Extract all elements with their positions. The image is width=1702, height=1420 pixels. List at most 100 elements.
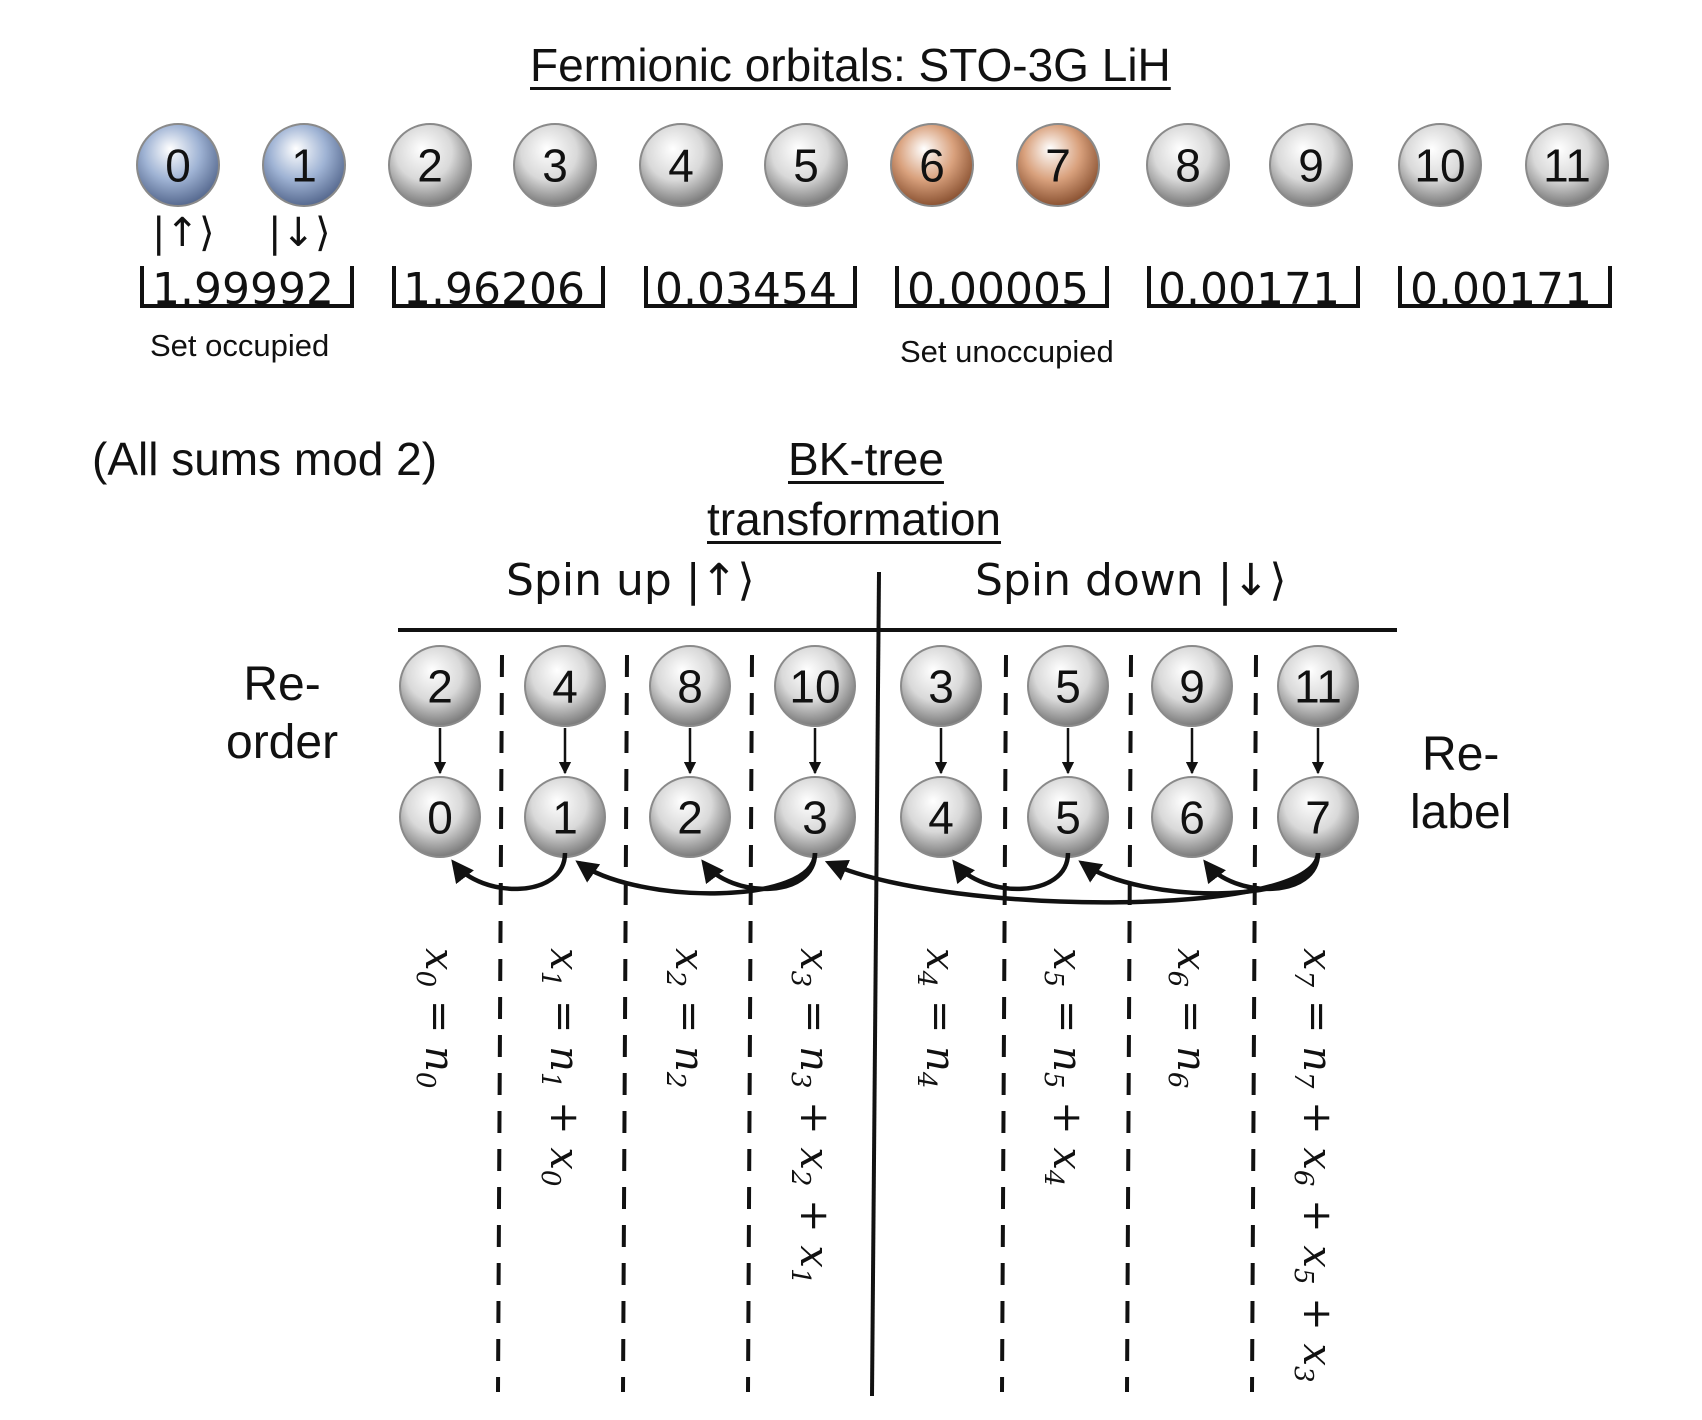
equation: x5 = n5 + x4	[1038, 948, 1090, 1186]
equation-term: =	[791, 987, 837, 1047]
set-occupied-label: Set occupied	[150, 328, 330, 363]
equation-term: n3	[785, 1046, 837, 1088]
equation-subscript: 6	[1288, 1169, 1318, 1187]
dashed-divider	[1000, 654, 1008, 1393]
equation-term: x2	[660, 948, 712, 987]
relabel-sphere: 4	[900, 776, 982, 858]
equation-subscript: 0	[410, 1071, 440, 1089]
equation-term: n7	[1288, 1046, 1340, 1088]
orbital-sphere: 0	[136, 123, 220, 207]
orbital-sphere: 8	[1146, 123, 1230, 207]
equation-term: x3	[785, 948, 837, 987]
spin-up-header: Spin up |↑⟩	[506, 555, 755, 606]
equation-term: x4	[911, 948, 963, 987]
reorder-sphere-label: 10	[789, 661, 840, 713]
bk-parent-arrow	[952, 852, 1071, 891]
equation-term: x5	[1288, 1245, 1340, 1284]
reorder-label: Re- order	[226, 656, 338, 772]
equation: x3 = n3 + x2 + x1	[785, 948, 837, 1285]
equation-term: =	[666, 987, 712, 1047]
orbital-sphere-label: 6	[919, 140, 945, 192]
equation-symbol: x	[1294, 1343, 1340, 1367]
equation-term: =	[541, 987, 587, 1047]
orbital-sphere-label: 10	[1414, 140, 1465, 192]
relabel-sphere: 3	[774, 776, 856, 858]
equation-term: n4	[911, 1046, 963, 1088]
equation: x1 = n1 + x0	[535, 948, 587, 1186]
occupation-value: 0.03454	[655, 264, 837, 315]
bk-parent-arrow	[575, 852, 818, 896]
relabel-label-line2: label	[1410, 786, 1512, 839]
equation-term: x5	[1038, 948, 1090, 987]
equation-subscript: 3	[785, 970, 815, 988]
reorder-sphere-label: 5	[1055, 661, 1081, 713]
equation: x2 = n2	[660, 948, 712, 1088]
equation-symbol: x	[1294, 948, 1340, 971]
orbital-sphere: 1	[262, 123, 346, 207]
relabel-sphere: 2	[649, 776, 731, 858]
equation-symbol: n	[1168, 1046, 1214, 1072]
dashed-divider	[1125, 654, 1133, 1393]
equation-subscript: 5	[1038, 970, 1068, 988]
reorder-sphere: 5	[1027, 645, 1109, 727]
reorder-sphere: 9	[1151, 645, 1233, 727]
relabel-sphere-label: 2	[677, 792, 703, 844]
relabel-sphere-label: 4	[928, 792, 954, 844]
reorder-sphere: 8	[649, 645, 731, 727]
occupation-value: 0.00171	[1410, 264, 1592, 315]
equation-symbol: n	[666, 1046, 712, 1072]
relabel-sphere-label: 0	[427, 792, 453, 844]
equation-subscript: 1	[785, 1267, 815, 1285]
relabel-label-line1: Re-	[1422, 728, 1500, 781]
dashed-divider	[1250, 654, 1258, 1393]
equation-subscript: 2	[660, 970, 690, 988]
orbital-sphere-label: 5	[793, 140, 819, 192]
equation-symbol: x	[541, 948, 587, 971]
orbital-sphere-label: 4	[668, 140, 694, 192]
spin-up-label: |↑⟩	[152, 210, 215, 256]
equation-subscript: 3	[785, 1071, 815, 1089]
equation-symbol: x	[1044, 948, 1090, 971]
equation-symbol: x	[1168, 948, 1214, 971]
page-title: Fermionic orbitals: STO-3G LiH	[530, 39, 1171, 91]
relabel-sphere: 5	[1027, 776, 1109, 858]
reorder-sphere: 2	[399, 645, 481, 727]
equation-subscript: 5	[1038, 1071, 1068, 1089]
equation-term: n6	[1162, 1046, 1214, 1088]
equation-subscript: 5	[1288, 1267, 1318, 1285]
equation-subscript: 4	[911, 970, 941, 988]
occupation-bracket	[895, 266, 1109, 308]
reorder-sphere-label: 8	[677, 661, 703, 713]
orbital-sphere-label: 11	[1543, 140, 1591, 192]
equation-symbol: x	[791, 948, 837, 971]
occupation-bracket	[1147, 266, 1360, 308]
equation-subscript: 1	[535, 1071, 565, 1089]
relabel-sphere-label: 1	[552, 792, 578, 844]
orbital-sphere: 5	[764, 123, 848, 207]
dashed-divider	[496, 654, 504, 1393]
equation-term: n5	[1038, 1046, 1090, 1088]
occupation-value: 1.99992	[152, 264, 334, 315]
equation-term: x0	[410, 948, 462, 987]
equation-symbol: x	[416, 948, 462, 971]
occupation-bracket	[644, 266, 857, 308]
equation-term: x3	[1288, 1343, 1340, 1382]
relabel-sphere-label: 5	[1055, 792, 1081, 844]
orbital-sphere-label: 1	[291, 140, 317, 192]
bk-parent-arrow	[1078, 852, 1321, 896]
equation-term: =	[1044, 987, 1090, 1047]
equation-symbol: x	[1294, 1147, 1340, 1170]
equation-symbol: n	[917, 1046, 963, 1072]
orbital-sphere: 6	[890, 123, 974, 207]
relabel-label: Re- label	[1410, 726, 1511, 842]
equation-symbol: x	[1044, 1147, 1090, 1170]
equation-term: =	[1294, 987, 1340, 1047]
reorder-sphere-label: 2	[427, 661, 453, 713]
reorder-sphere: 11	[1277, 645, 1359, 727]
orbital-sphere: 4	[639, 123, 723, 207]
reorder-label-line1: Re-	[243, 658, 321, 711]
equation-term: +	[541, 1088, 587, 1148]
equation-term: n2	[660, 1046, 712, 1088]
bk-title-line1: BK-tree	[788, 433, 944, 485]
